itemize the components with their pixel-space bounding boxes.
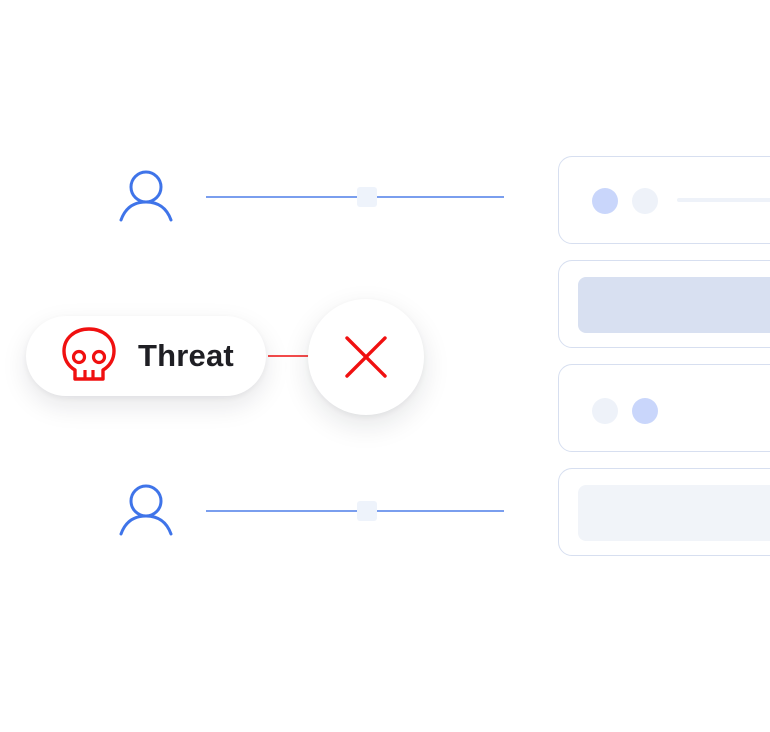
x-icon — [344, 335, 388, 379]
status-dot — [592, 188, 618, 214]
user-icon — [117, 481, 175, 539]
card-bar — [578, 277, 770, 333]
bottom-divider-node — [357, 501, 377, 521]
status-dot — [592, 398, 618, 424]
card-line — [677, 198, 770, 202]
status-dot — [632, 188, 658, 214]
user-icon — [117, 167, 175, 225]
card-bar — [578, 485, 770, 541]
server-card — [558, 364, 770, 452]
status-dot — [632, 398, 658, 424]
skull-icon — [62, 327, 116, 385]
top-divider-node — [357, 187, 377, 207]
server-card — [558, 468, 770, 556]
threat-badge: Threat — [26, 316, 266, 396]
threat-label: Threat — [138, 338, 234, 373]
server-card — [558, 156, 770, 244]
blocked-connection-node — [308, 299, 424, 415]
server-card — [558, 260, 770, 348]
